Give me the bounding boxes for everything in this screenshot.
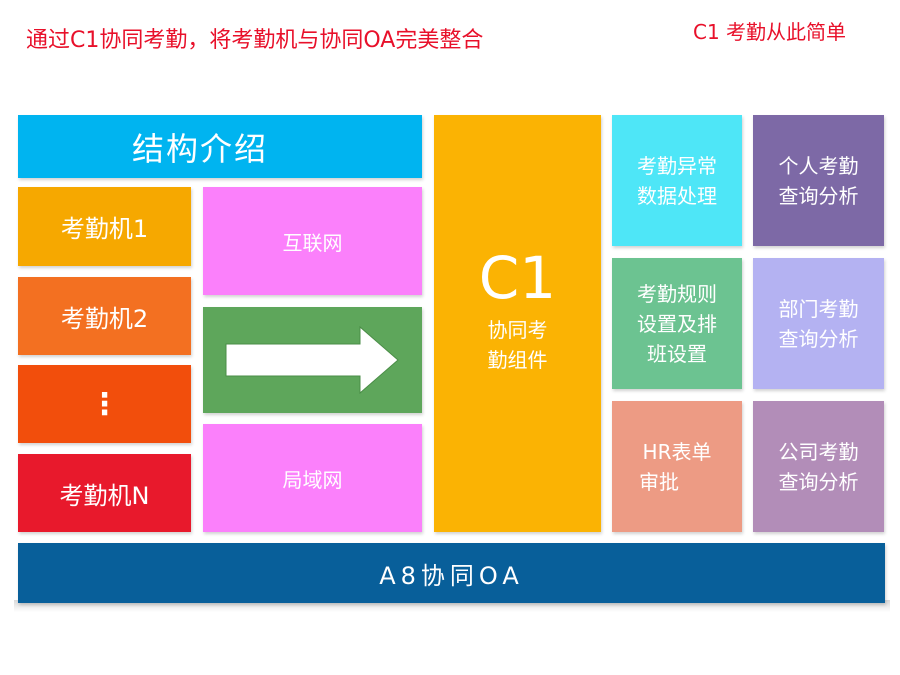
device-label-1: 考勤机1	[60, 215, 149, 243]
structure-title-box: 结构介绍	[18, 115, 422, 178]
device-box-2: 考勤机2	[18, 277, 191, 355]
hr-line-2: 审批	[639, 469, 679, 494]
lan-box: 局域网	[203, 424, 422, 532]
personal-line-2: 查询分析	[778, 183, 859, 208]
dept-line-2: 查询分析	[778, 326, 859, 351]
rules-line-1: 考勤规则	[637, 281, 717, 306]
headline: 通过C1协同考勤，将考勤机与协同OA完美整合	[26, 28, 484, 53]
core-name: C1	[478, 243, 557, 312]
device-ellipsis: ⋮	[89, 386, 120, 422]
structure-title: 结构介绍	[131, 129, 268, 168]
device-box-n: 考勤机N	[18, 454, 191, 532]
abnormal-line-2: 数据处理	[637, 183, 717, 208]
right-arrow-icon	[225, 325, 399, 395]
core-line-2: 勤组件	[487, 347, 548, 372]
core-c1-box: C1 协同考 勤组件	[434, 115, 601, 532]
personal-query-box: 个人考勤 查询分析	[753, 115, 884, 246]
arrow-box	[203, 307, 422, 413]
core-line-1: 协同考	[487, 317, 548, 342]
dept-query-box: 部门考勤 查询分析	[753, 258, 884, 389]
company-line-1: 公司考勤	[778, 439, 859, 464]
company-query-box: 公司考勤 查询分析	[753, 401, 884, 532]
internet-label: 互联网	[282, 230, 343, 255]
device-label-2: 考勤机2	[60, 304, 149, 333]
rules-line-3: 班设置	[647, 341, 707, 366]
abnormal-data-box: 考勤异常 数据处理	[612, 115, 742, 246]
lan-label: 局域网	[282, 467, 343, 492]
device-box-ellipsis: ⋮	[18, 365, 191, 443]
platform-bar: A8协同OA	[18, 543, 885, 603]
device-label-n: 考勤机N	[59, 481, 150, 510]
rules-box: 考勤规则 设置及排 班设置	[612, 258, 742, 389]
tagline: C1 考勤从此简单	[693, 20, 847, 44]
dept-line-1: 部门考勤	[778, 296, 859, 321]
hr-line-1: HR表单	[642, 439, 712, 464]
personal-line-1: 个人考勤	[778, 153, 859, 178]
company-line-2: 查询分析	[778, 469, 859, 494]
internet-box: 互联网	[203, 187, 422, 295]
platform-label: A8协同OA	[379, 561, 524, 590]
platform-shadow	[14, 600, 890, 612]
hr-approval-box: HR表单 审批	[612, 401, 742, 532]
rules-line-2: 设置及排	[637, 311, 717, 336]
abnormal-line-1: 考勤异常	[637, 153, 717, 178]
device-box-1: 考勤机1	[18, 187, 191, 266]
